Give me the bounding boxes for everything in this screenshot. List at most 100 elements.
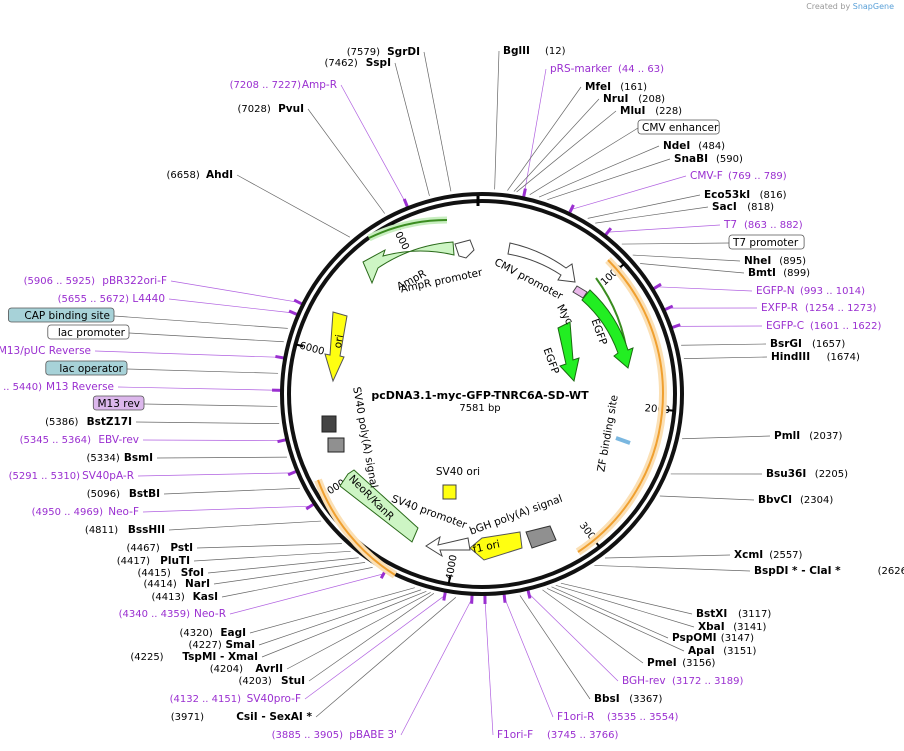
site-label-pluti[interactable]: (4417)PluTI — [117, 555, 190, 567]
feature-label[interactable]: Myc — [554, 302, 575, 326]
site-label-t7-promoter[interactable]: T7 promoter — [728, 234, 805, 250]
site-label-psti[interactable]: (4467)PstI — [127, 542, 193, 554]
leader-lines — [94, 50, 771, 736]
cmv-promoter-arrow[interactable] — [507, 242, 576, 283]
sv40-polya-box[interactable] — [321, 415, 337, 433]
site-label-bstz17i[interactable]: (5386)BstZ17I — [45, 416, 132, 428]
ampr-promoter-arrow[interactable] — [454, 239, 475, 259]
site-label-hindiii[interactable]: (1674)HindIII — [771, 351, 860, 363]
ori-arrow[interactable] — [324, 311, 348, 383]
site-label-neo-r[interactable]: (4340 .. 4359)Neo-R — [119, 608, 226, 620]
site-label-egfp-n[interactable]: (993 .. 1014)EGFP-N — [756, 285, 865, 297]
site-label-cmv-enhancer[interactable]: CMV enhancer — [637, 119, 720, 135]
feature-label[interactable]: ori — [332, 334, 346, 350]
site-label-sv40pro-f[interactable]: (4132 .. 4151)SV40pro-F — [170, 693, 301, 705]
site-label-sspi[interactable]: (7462)SspI — [325, 57, 391, 69]
site-label-avrii[interactable]: (4204)AvrII — [210, 663, 283, 675]
site-label-bsrgi[interactable]: (1657)BsrGI — [770, 338, 845, 350]
site-label-exfp-r[interactable]: (1254 .. 1273)EXFP-R — [761, 302, 877, 314]
site-label-snabi[interactable]: (590)SnaBI — [674, 153, 743, 165]
site-label-mlui[interactable]: (228)MluI — [620, 105, 682, 117]
site-label-amp-r[interactable]: (7208 .. 7227)Amp-R — [230, 79, 337, 91]
site-label-bmti[interactable]: (899)BmtI — [748, 267, 810, 279]
site-label-bsshii[interactable]: (4811)BssHII — [85, 524, 165, 536]
site-label-m13-rev[interactable]: M13 rev — [92, 395, 145, 411]
zf-binding-site[interactable] — [615, 436, 631, 445]
sv40-polya-block[interactable] — [327, 437, 345, 453]
egfp-arrow-inner[interactable] — [557, 321, 580, 383]
site-label-sgrdi[interactable]: (7579)SgrDI — [347, 46, 420, 58]
feature-label[interactable]: AmpR promoter — [399, 266, 484, 295]
site-label-bsmi[interactable]: (5334)BsmI — [87, 452, 153, 464]
site-label-m13-reverse[interactable]: (5424 .. 5440)M13 Reverse — [0, 381, 114, 393]
feature-label[interactable]: f1 ori — [472, 538, 501, 555]
neor-arrow[interactable] — [339, 469, 419, 543]
site-label-saci[interactable]: (818)SacI — [712, 201, 774, 213]
site-label-apai[interactable]: (3151)ApaI — [688, 645, 757, 657]
site-label-m13-puc-reverse[interactable]: (5437 .. 5459)M13/pUC Reverse — [0, 345, 91, 357]
site-label-lac-operator[interactable]: lac operator — [45, 360, 128, 376]
site-label-f1ori-f[interactable]: (3745 .. 3766)F1ori-F — [497, 729, 619, 741]
site-name: BbvCI — [758, 494, 792, 506]
site-label-ndei[interactable]: (484)NdeI — [663, 140, 725, 152]
site-label-bstbi[interactable]: (5096)BstBI — [87, 488, 160, 500]
site-label-bbsi[interactable]: (3367)BbsI — [594, 693, 663, 705]
site-position: (12) — [545, 46, 566, 57]
ampr-arrow[interactable] — [362, 241, 455, 285]
site-label-lac-promoter[interactable]: lac promoter — [47, 324, 130, 340]
site-label-neo-f[interactable]: (4950 .. 4969)Neo-F — [32, 506, 139, 518]
site-label-pmli[interactable]: (2037)PmlI — [774, 430, 843, 442]
site-label-f1ori-r[interactable]: (3535 .. 3554)F1ori-R — [557, 711, 679, 723]
leader-line — [137, 472, 293, 477]
site-label-bstxi[interactable]: (3117)BstXI — [696, 608, 771, 620]
site-label-l4440[interactable]: (5655 .. 5672)L4440 — [58, 293, 165, 305]
site-label-csii-sexai[interactable]: (3971)CsiI - SexAI * — [171, 711, 313, 723]
site-label-bsu36i[interactable]: (2205)Bsu36I — [766, 468, 848, 480]
site-label-nrui[interactable]: (208)NruI — [603, 93, 665, 105]
site-label-eco53ki[interactable]: (816)Eco53kI — [704, 189, 787, 201]
site-label-tspmi-xmai[interactable]: (4225)TspMI - XmaI — [130, 651, 258, 663]
site-label-pspomi[interactable]: (3147)PspOMI — [672, 632, 754, 644]
site-label-egfp-c[interactable]: (1601 .. 1622)EGFP-C — [766, 320, 882, 332]
site-label-nari[interactable]: (4414)NarI — [144, 578, 210, 590]
site-position: (4340 .. 4359) — [119, 609, 191, 620]
sv40-promoter-arrow[interactable] — [425, 535, 471, 558]
site-label-prs-marker[interactable]: (44 .. 63)pRS-marker — [550, 63, 664, 75]
site-label-sv40pa-r[interactable]: (5291 .. 5310)SV40pA-R — [9, 470, 134, 482]
sv40-ori-box[interactable] — [442, 484, 457, 500]
site-label-pbr322ori-f[interactable]: (5906 .. 5925)pBR322ori-F — [24, 275, 167, 287]
site-label-nhei[interactable]: (895)NheI — [744, 255, 806, 267]
site-label-pvui[interactable]: (7028)PvuI — [238, 103, 304, 115]
site-label-xcmi[interactable]: (2557)XcmI — [734, 549, 803, 561]
feature-label[interactable]: ZF binding site — [595, 394, 620, 473]
site-label-stui[interactable]: (4203)StuI — [239, 675, 305, 687]
site-label-bspdi-clai[interactable]: (2626)BspDI * - ClaI * — [754, 565, 904, 577]
site-label-eagi[interactable]: (4320)EagI — [180, 627, 246, 639]
site-label-pbabe-3[interactable]: (3885 .. 3905)pBABE 3' — [272, 729, 397, 741]
site-label-xbai[interactable]: (3141)XbaI — [698, 621, 767, 633]
site-label-sfoi[interactable]: (4415)SfoI — [138, 567, 204, 579]
site-label-bglii[interactable]: (12)BglII — [503, 45, 566, 57]
site-label-mfei[interactable]: (161)MfeI — [585, 81, 647, 93]
site-label-cmv-f[interactable]: (769 .. 789)CMV-F — [690, 170, 787, 182]
site-position: (3971) — [171, 712, 204, 723]
feature-label[interactable]: SV40 ori — [436, 466, 480, 478]
site-name: EGFP-C — [766, 320, 804, 332]
site-label-kasi[interactable]: (4413)KasI — [152, 591, 218, 603]
site-label-ebv-rev[interactable]: (5345 .. 5364)EBV-rev — [20, 434, 139, 446]
egfp-arrow-outer[interactable] — [581, 289, 634, 369]
site-label-pmei[interactable]: (3156)PmeI — [647, 657, 716, 669]
site-label-smai[interactable]: (4227)SmaI — [189, 639, 255, 651]
f1-ori-arrow[interactable] — [469, 531, 523, 561]
site-label-cap-binding-site[interactable]: CAP binding site — [7, 307, 115, 323]
site-label-t7[interactable]: (863 .. 882)T7 — [723, 219, 803, 231]
site-label-ahdi[interactable]: (6658)AhdI — [167, 169, 233, 181]
site-name: PmeI — [647, 657, 677, 669]
site-label-bbvci[interactable]: (2304)BbvCI — [758, 494, 833, 506]
site-labels[interactable]: (7579)SgrDI (12)BglII (7462)SspI (44 .. 63)… — [0, 45, 904, 741]
bgh-polya-box[interactable] — [525, 525, 557, 549]
site-label-bgh-rev[interactable]: (3172 .. 3189)BGH-rev — [622, 675, 744, 687]
leader-line — [156, 456, 287, 459]
feature-label[interactable]: EGFP — [541, 346, 562, 376]
